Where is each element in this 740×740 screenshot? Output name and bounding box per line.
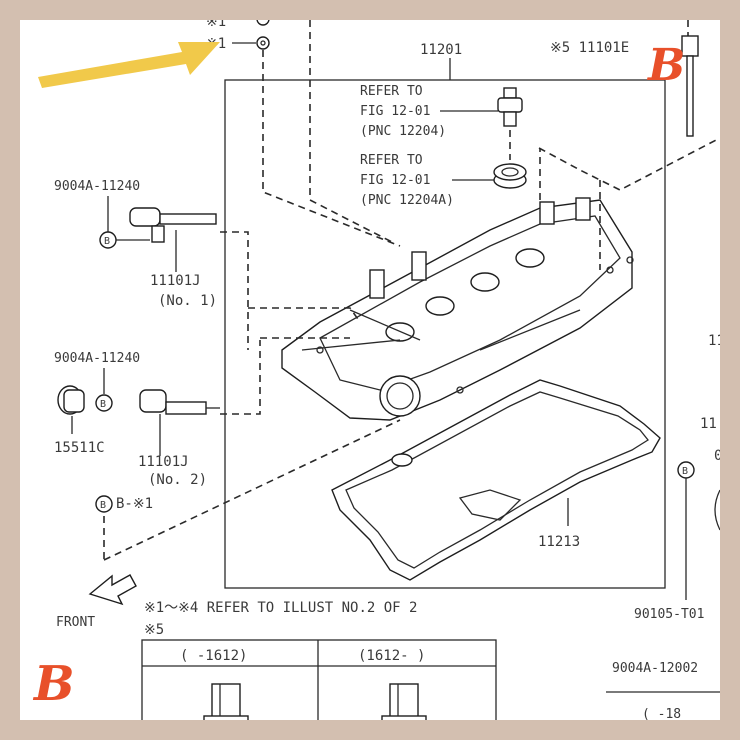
label-paren-18: ( -18	[642, 707, 681, 720]
watermark-logo-bottom: B	[32, 656, 75, 712]
label-b-x1: B-※1	[116, 496, 153, 512]
b-marker-text-4: B	[682, 466, 688, 477]
label-right-11b: 11	[700, 416, 717, 432]
label-no1: (No. 1)	[158, 293, 217, 309]
front-arrow-icon	[88, 574, 137, 606]
label-no2: (No. 2)	[148, 472, 207, 488]
label-11201: 11201	[420, 42, 462, 58]
label-right-o: 0	[714, 448, 720, 464]
variant1-part	[203, 683, 249, 720]
assembly-box	[224, 79, 666, 589]
refer1-line2: FIG 12-01	[360, 104, 430, 119]
oil-filler-cap-part	[497, 87, 523, 127]
refer1-line3: (PNC 12204)	[360, 124, 446, 139]
oil-control-valve-2-part	[139, 389, 220, 415]
oil-cap-gasket-part	[493, 163, 527, 189]
b-marker-text: B	[104, 236, 110, 247]
label-front: FRONT	[56, 615, 95, 630]
label-90105: 90105-T01	[634, 607, 704, 622]
label-bolt-a: 9004A-11240	[54, 179, 140, 194]
table-col1: ( -1612)	[180, 648, 247, 664]
label-bolt-b: 9004A-11240	[54, 351, 140, 366]
label-11101j-2: 11101J	[138, 454, 189, 470]
oil-control-valve-1-part	[129, 207, 217, 243]
yellow-arrow-icon	[38, 42, 220, 88]
table-col2: (1612- )	[358, 648, 425, 664]
watermark-logo-top: B	[646, 40, 685, 91]
parts-diagram-page: 11201 ※1 ※1 ※5 11101E REFER TO FIG 12	[20, 20, 720, 720]
label-11213: 11213	[538, 534, 580, 550]
label-right-11a: 11	[708, 333, 720, 349]
b-marker-text-3: B	[100, 500, 106, 511]
oil-control-valve-sensor-part	[57, 385, 85, 415]
washer-part	[256, 36, 270, 50]
b-marker-text-2: B	[100, 399, 106, 410]
refer2-line3: (PNC 12204A)	[360, 193, 454, 208]
refer2-line1: REFER TO	[360, 153, 423, 168]
refer2-line2: FIG 12-01	[360, 173, 430, 188]
label-11101j-1: 11101J	[150, 273, 201, 289]
label-11101e: ※5 11101E	[550, 40, 629, 56]
label-15511c: 15511C	[54, 440, 105, 456]
exploded-parts-diagram: 11201 ※1 ※1 ※5 11101E REFER TO FIG 12	[32, 20, 720, 720]
refer1-line1: REFER TO	[360, 84, 423, 99]
label-x1-top: ※1	[206, 20, 226, 30]
label-9004a-12002: 9004A-12002	[612, 661, 698, 676]
note-x5: ※5	[144, 622, 164, 638]
head-cover-gasket-part	[331, 379, 661, 581]
variant-table: ( -1612) (1612- )	[141, 639, 497, 720]
cylinder-head-cover-part	[281, 197, 634, 421]
note-refer-illust: ※1～※4 REFER TO ILLUST NO.2 OF 2	[144, 600, 417, 616]
variant2-part	[381, 683, 427, 720]
